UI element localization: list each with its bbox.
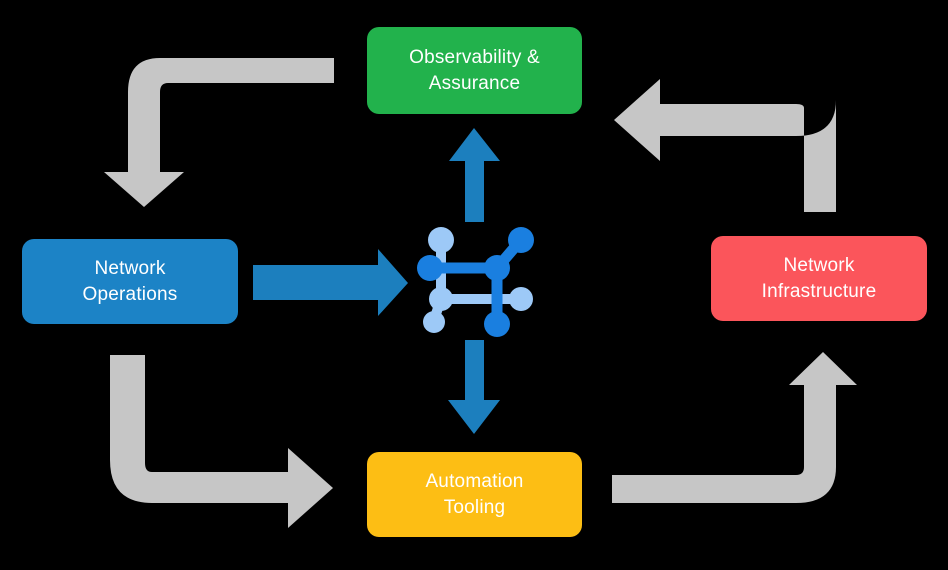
node-label-infrastructure-line2: Infrastructure — [761, 280, 877, 302]
node-box-automation-tooling[interactable]: Automation Tooling — [367, 452, 582, 537]
node-box-network-operations[interactable]: Network Operations — [22, 239, 238, 324]
arrow-observability-to-operations — [104, 58, 334, 207]
node-box-observability-assurance[interactable]: Observability & Assurance — [367, 27, 582, 114]
node-label-observability-line2: Assurance — [428, 72, 521, 94]
node-label-automation-line2: Tooling — [443, 496, 506, 518]
node-label-automation-line1: Automation — [425, 470, 524, 492]
arrow-operations-to-automation — [110, 355, 333, 528]
arrow-operations-to-center — [253, 249, 408, 316]
node-box-network-infrastructure[interactable]: Network Infrastructure — [711, 236, 927, 321]
arrow-center-to-observability — [449, 128, 500, 222]
node-label-infrastructure-line1: Network — [783, 254, 855, 276]
arrow-center-to-automation — [448, 340, 500, 434]
arrow-infrastructure-to-observability — [614, 79, 836, 212]
arrow-automation-to-infrastructure — [612, 352, 857, 503]
node-label-operations-line1: Network — [94, 257, 166, 279]
node-label-observability-line1: Observability & — [409, 46, 540, 68]
node-label-operations-line2: Operations — [82, 283, 178, 305]
